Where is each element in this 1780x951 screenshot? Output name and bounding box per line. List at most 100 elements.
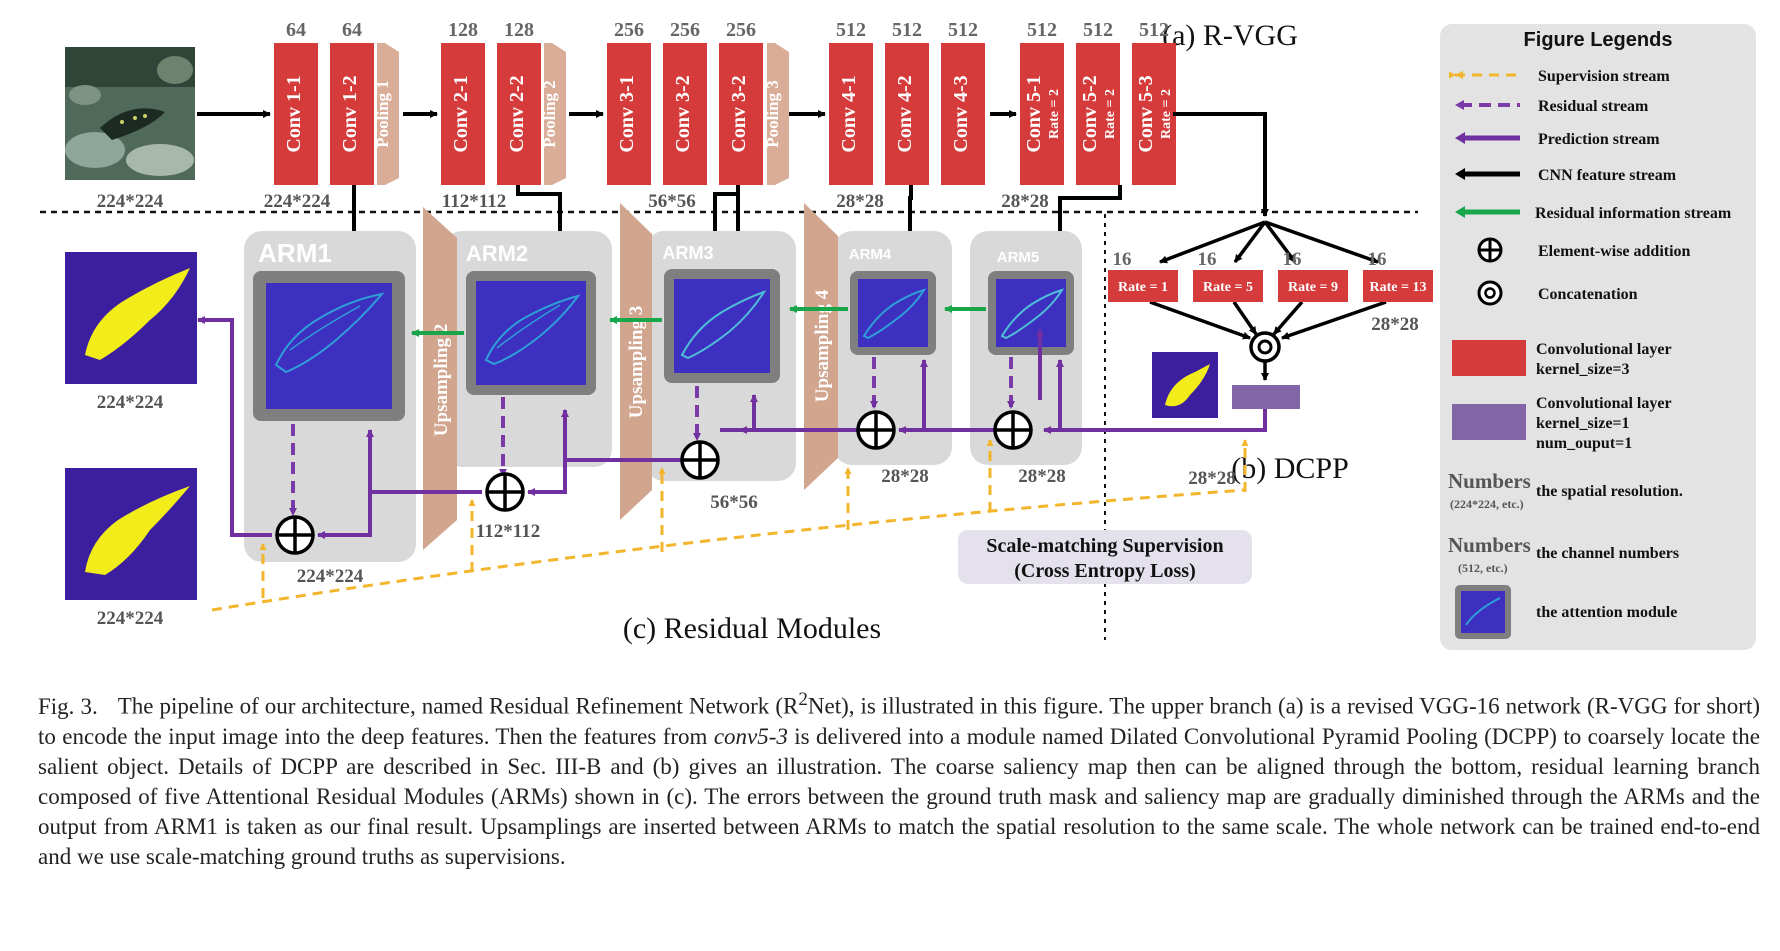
- legend-conv3-line2: kernel_size=3: [1536, 361, 1630, 378]
- dcpp-conv1x1: [1232, 385, 1300, 409]
- addition-node-arm1: [275, 515, 315, 555]
- legend-addition-label: Element-wise addition: [1538, 243, 1691, 260]
- encoder-conv-1-1-block-0: [274, 43, 318, 185]
- arm3-resolution: 56*56: [710, 492, 758, 513]
- concatenation-node: [1249, 331, 1281, 363]
- legend-attention-desc: the attention module: [1536, 604, 1677, 621]
- legend-conv1-line1: Convolutional layer: [1536, 395, 1672, 412]
- dcpp-branch-3-channels: 16: [1283, 249, 1302, 270]
- caption-italic: conv5-3: [713, 723, 788, 749]
- dcpp-branch-1-label: Rate = 1: [1118, 280, 1168, 295]
- arm2-attention-map: [466, 271, 596, 395]
- arm5-attention-map: [988, 271, 1074, 355]
- dcpp-branch-1: [1108, 270, 1178, 302]
- caption-text-1: The pipeline of our architecture, named …: [117, 693, 799, 719]
- dcpp-branch-4-channels: 16: [1368, 249, 1387, 270]
- dcpp-branch-resolution: 28*28: [1371, 314, 1419, 335]
- encoder-conv-4-1-channels: 512: [836, 19, 866, 41]
- legend-conv1-line2: kernel_size=1: [1536, 415, 1630, 432]
- encoder-conv-5-2-rate: Rate = 2: [1103, 89, 1118, 139]
- legend-title: Figure Legends: [1524, 29, 1673, 51]
- encoder-pooling-3-label: Pooling 3: [763, 80, 782, 148]
- arm1-attention-map: [253, 271, 405, 421]
- arm4-attention-map: [850, 271, 936, 355]
- caption-superscript: 2: [798, 689, 808, 710]
- caption-label: Fig. 3.: [38, 693, 98, 719]
- supervision-label-line2: (Cross Entropy Loss): [1014, 560, 1196, 582]
- arm1-label: ARM1: [258, 238, 332, 268]
- legend-conv3-swatch: [1452, 340, 1526, 376]
- arm2-resolution: 112*112: [476, 521, 540, 542]
- upsampling-2-label: Upsampling 2: [431, 324, 452, 436]
- dcpp-title: (b) DCPP: [1231, 452, 1349, 485]
- encoder-conv-4-3-label: Conv 4-3: [950, 75, 972, 152]
- encoder-conv-5-3-rate: Rate = 2: [1159, 89, 1174, 139]
- encoder-conv-3-2-channels: 256: [670, 19, 700, 41]
- encoder-pooling-3-block: [775, 43, 789, 185]
- legend-channels-example: (512, etc.): [1458, 561, 1508, 575]
- addition-node-arm3: [680, 440, 720, 480]
- addition-node-arm2: [485, 472, 525, 512]
- figure-caption: Fig. 3. The pipeline of our architecture,…: [38, 685, 1760, 872]
- encoder-conv-4-2-label: Conv 4-2: [894, 75, 916, 152]
- encoder-conv-2-1-label: Conv 2-1: [450, 75, 472, 152]
- encoder-conv-2-1-channels: 128: [448, 19, 478, 41]
- legend-resolution-example: (224*224, etc.): [1450, 497, 1524, 511]
- encoder-conv-5-3-label: Conv 5-3: [1135, 75, 1157, 152]
- encoder-conv-3-2-channels: 256: [726, 19, 756, 41]
- encoder-conv-4-3-block-12: [941, 43, 985, 185]
- encoder-conv-5-2-block-14: [1076, 43, 1120, 185]
- ground-truth-mask: [65, 468, 197, 600]
- arm5-label: ARM5: [997, 249, 1040, 266]
- dcpp-branch-3: [1278, 270, 1348, 302]
- encoder-conv-2-1-block-3: [441, 43, 485, 185]
- caption-text-3: is delivered into a module named Dilated…: [38, 723, 1760, 869]
- upsampling-4-block: [804, 203, 838, 490]
- encoder-conv-4-3-channels: 512: [948, 19, 978, 41]
- arm2-label: ARM2: [466, 241, 528, 266]
- encoder-conv-5-3-block-15: [1132, 43, 1176, 185]
- output-saliency-map: [65, 252, 197, 384]
- encoder-conv-1-2-block-1: [330, 43, 374, 185]
- legend-supervision-label: Supervision stream: [1538, 68, 1670, 85]
- upsampling-3-label: Upsampling 3: [626, 306, 647, 418]
- encoder-conv-3-2-block-7: [663, 43, 707, 185]
- encoder-conv-2-2-label: Conv 2-2: [506, 75, 528, 152]
- encoder-pooling-2-label: Pooling 2: [540, 80, 559, 148]
- arm1-resolution: 224*224: [297, 566, 364, 587]
- legend-resolution-desc: the spatial resolution.: [1536, 483, 1683, 500]
- encoder-conv-2-2-block-4: [497, 43, 541, 185]
- arm5-resolution: 28*28: [1018, 466, 1066, 487]
- legend-numbers-resolution: Numbers: [1448, 469, 1531, 493]
- encoder-conv-4-2-block-11: [885, 43, 929, 185]
- encoder-pooling-2-body: [544, 43, 552, 185]
- dcpp-branch-3-label: Rate = 9: [1288, 280, 1338, 295]
- residual-branch: Upsampling 2 Upsampling 3 Upsampling 4 A…: [65, 203, 1267, 629]
- legend-conv3-line1: Convolutional layer: [1536, 341, 1672, 358]
- legend-channels-desc: the channel numbers: [1536, 545, 1679, 562]
- dcpp-branch-4-label: Rate = 13: [1370, 280, 1427, 295]
- encoder-conv-5-1-label: Conv 5-1: [1023, 75, 1045, 152]
- encoder-pooling-2-block: [552, 43, 566, 185]
- encoder-conv-5-1-rate: Rate = 2: [1047, 89, 1062, 139]
- legend-concatenation-icon: [1477, 280, 1503, 306]
- supervision-label-box: [958, 530, 1252, 584]
- legend-numbers-channels: Numbers: [1448, 533, 1531, 557]
- encoder-conv-1-2-channels: 64: [342, 19, 362, 41]
- encoder-conv-5-2-label: Conv 5-2: [1079, 75, 1101, 152]
- encoder-stage-resolution-2: 112*112: [442, 191, 506, 212]
- dcpp-branch-4: [1363, 270, 1433, 302]
- supervision-label-line1: Scale-matching Supervision: [986, 535, 1223, 557]
- legend-residual-info-label: Residual information stream: [1535, 205, 1732, 222]
- encoder-conv-5-2-channels: 512: [1083, 19, 1113, 41]
- arm4-label: ARM4: [849, 246, 892, 263]
- architecture-figure: (a) R-VGG (b) DCPP (c) Residual Modules …: [40, 19, 1756, 650]
- dcpp-output-resolution: 28*28: [1188, 468, 1236, 489]
- residual-modules-title: (c) Residual Modules: [623, 612, 881, 645]
- ground-truth-resolution: 224*224: [97, 608, 164, 629]
- arm3-label: ARM3: [662, 243, 713, 263]
- addition-node-arm4: [856, 410, 896, 450]
- encoder-conv-4-2-channels: 512: [892, 19, 922, 41]
- figure-legend: Figure Legends Supervision stream Residu…: [1440, 24, 1756, 650]
